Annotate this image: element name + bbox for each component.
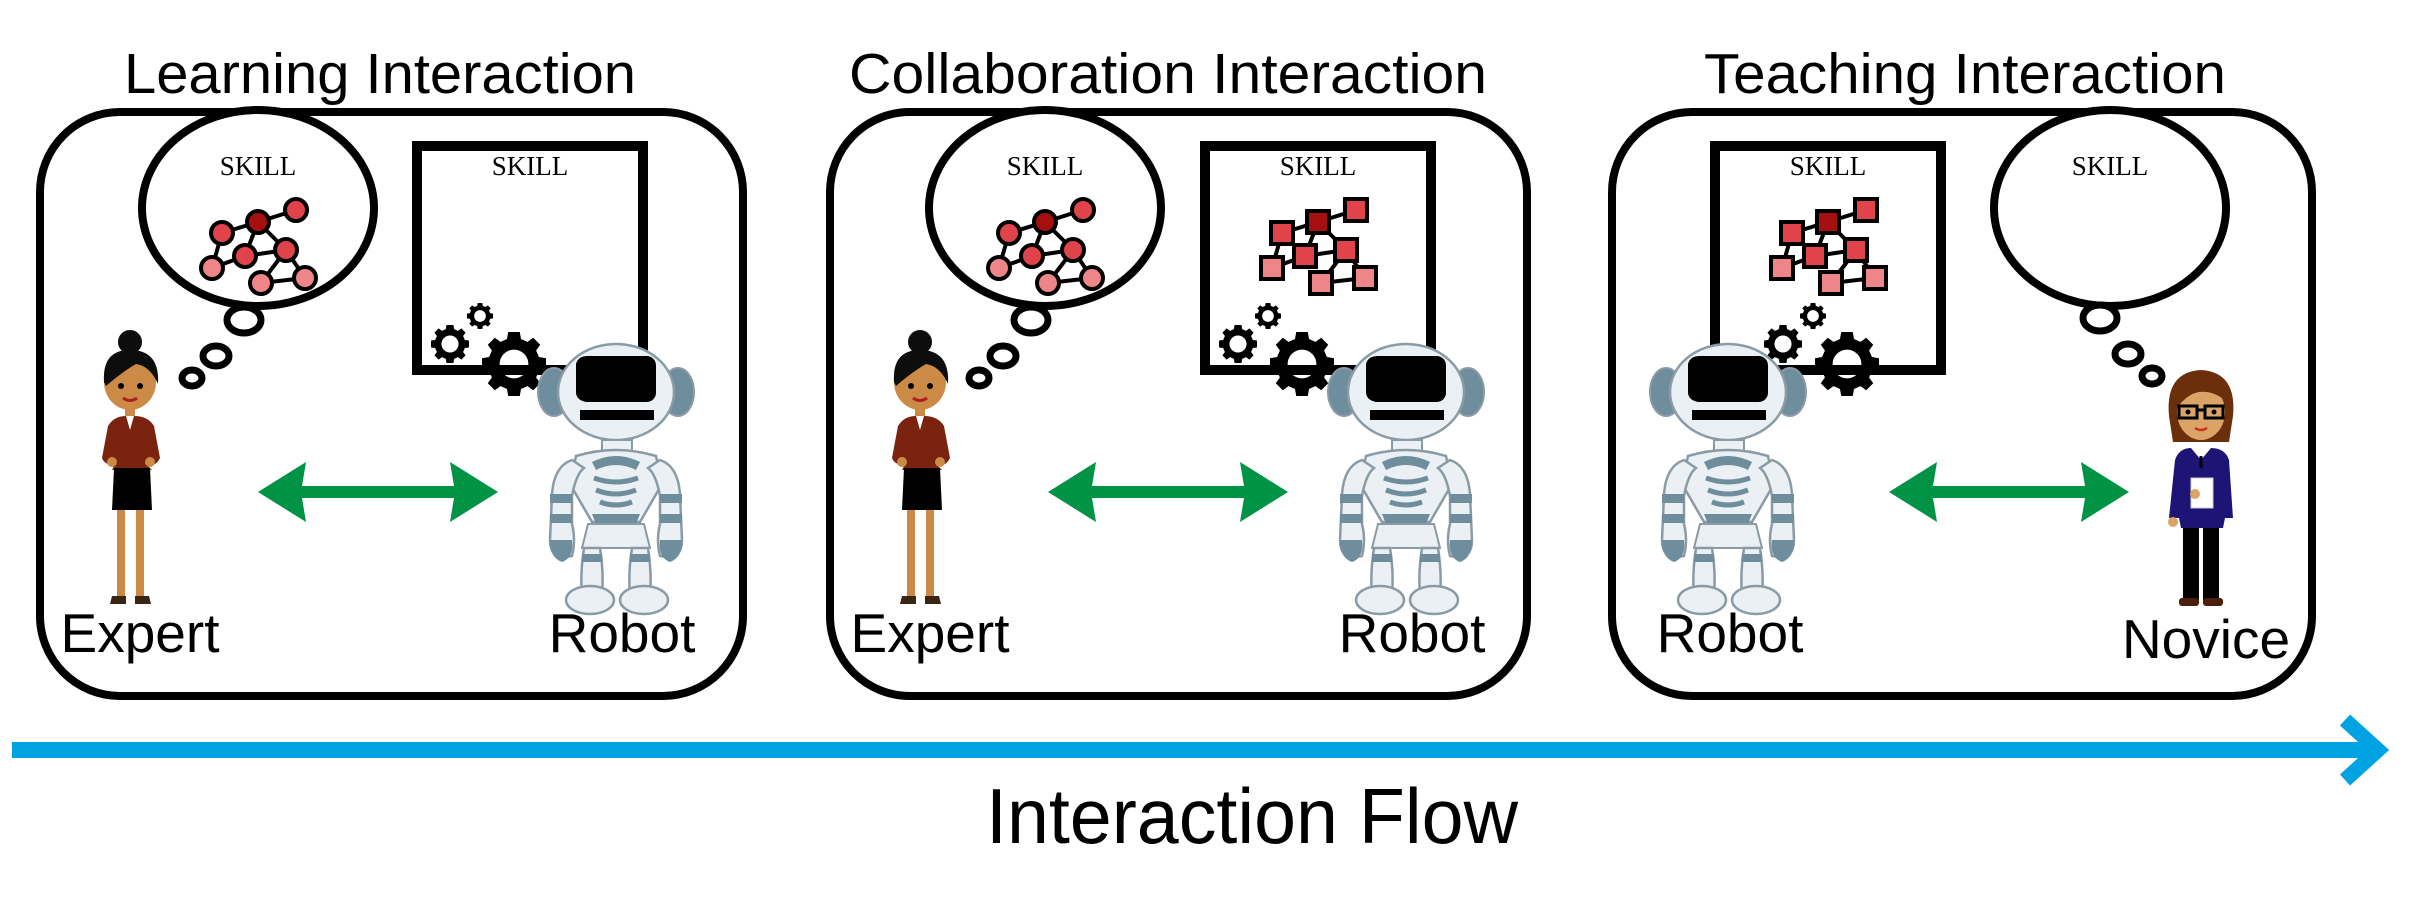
skill-label: SKILL [220, 151, 297, 181]
flow-arrow-head [2339, 714, 2390, 786]
thought-trail-circle [2111, 340, 2145, 368]
graph-node-square [1802, 243, 1828, 269]
graph-node-square [1815, 209, 1841, 235]
thought-bubble-outline [1990, 106, 2230, 310]
graph-node-circle [986, 255, 1012, 281]
graph-node-circle [1032, 209, 1058, 235]
robot-figure: Robot [1328, 344, 1485, 664]
skill-label: SKILL [1007, 151, 1084, 181]
thought-trail-circle [2079, 301, 2121, 335]
robot-label: Robot [1657, 602, 1804, 664]
thought-trail-circle [2138, 364, 2166, 388]
thought-trail-circle [986, 342, 1020, 370]
graph-node-circle [283, 197, 309, 223]
graph-node-circle [273, 237, 299, 263]
panel-title: Collaboration Interaction [849, 42, 1487, 106]
robot-label: Robot [1339, 602, 1486, 664]
thought-bubble-outline [138, 106, 378, 310]
thought-bubble: SKILL [1990, 106, 2230, 310]
skill-label: SKILL [1790, 151, 1867, 181]
graph-node-circle [1079, 265, 1105, 291]
flow-label: Interaction Flow [986, 772, 1519, 860]
graph-node-circle [1035, 270, 1061, 296]
graph-node-square [1269, 220, 1295, 246]
graph-node-square [1862, 265, 1888, 291]
expert-label: Expert [851, 602, 1010, 664]
flow-arrow-shaft [12, 742, 2378, 758]
thought-trail-circle [223, 303, 265, 337]
thought-trail-circle [178, 366, 206, 390]
graph-node-square [1769, 255, 1795, 281]
graph-node-circle [996, 220, 1022, 246]
thought-trail [178, 303, 265, 390]
graph-node-circle [292, 265, 318, 291]
graph-node-circle [245, 209, 271, 235]
novice-label: Novice [2122, 608, 2290, 670]
robot-figure: Robot [1650, 344, 1806, 664]
graph-node-square [1853, 197, 1879, 223]
skill-label: SKILL [2072, 151, 2149, 181]
graph-node-square [1292, 243, 1318, 269]
thought-trail-circle [199, 342, 233, 370]
expert-label: Expert [61, 602, 220, 664]
robot-figure: Robot [538, 344, 695, 664]
thought-trail-circle [1010, 303, 1052, 337]
thought-trail [965, 303, 1052, 390]
thought-trail [2079, 301, 2166, 388]
graph-node-circle [1019, 243, 1045, 269]
graph-node-square [1305, 209, 1331, 235]
thought-bubble: SKILL [138, 106, 378, 310]
graph-node-circle [232, 243, 258, 269]
skill-label: SKILL [1280, 151, 1357, 181]
skill-screen: SKILL [1710, 141, 1946, 375]
skill-screen: SKILL [1200, 141, 1436, 375]
graph-node-square [1333, 237, 1359, 263]
novice-figure: Novice [2122, 368, 2290, 670]
thought-bubble-outline [925, 106, 1165, 310]
expert-figure: Expert [851, 328, 1010, 664]
skill-label: SKILL [492, 151, 569, 181]
graph-node-square [1818, 270, 1844, 296]
graph-node-circle [209, 220, 235, 246]
skill-screen: SKILL [412, 141, 648, 375]
graph-node-square [1259, 255, 1285, 281]
thought-trail-circle [965, 366, 993, 390]
thought-bubble: SKILL [925, 106, 1165, 310]
graph-node-circle [1070, 197, 1096, 223]
panel-title: Learning Interaction [124, 42, 636, 106]
interaction-flow-arrow [12, 714, 2390, 786]
graph-node-square [1343, 197, 1369, 223]
graph-node-square [1352, 265, 1378, 291]
graph-node-square [1308, 270, 1334, 296]
graph-node-square [1843, 237, 1869, 263]
graph-node-circle [199, 255, 225, 281]
graph-node-square [1779, 220, 1805, 246]
graph-node-circle [248, 270, 274, 296]
graph-node-circle [1060, 237, 1086, 263]
panel-title: Teaching Interaction [1704, 42, 2226, 106]
expert-figure: Expert [61, 328, 220, 664]
robot-label: Robot [549, 602, 696, 664]
